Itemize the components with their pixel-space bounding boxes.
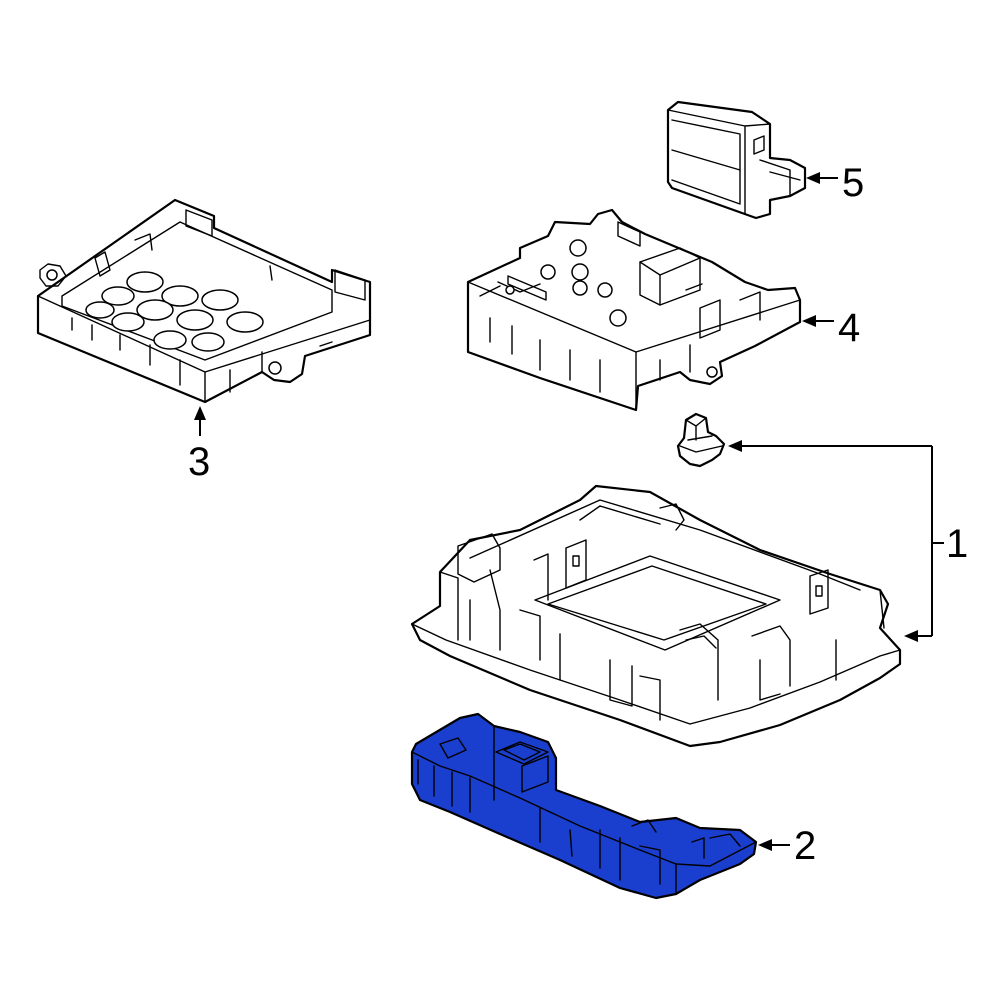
callout-1: 1 (946, 522, 968, 566)
leader-3 (194, 406, 206, 436)
part-4-module[interactable] (466, 208, 802, 412)
callout-5: 5 (842, 161, 864, 205)
callout-3: 3 (188, 440, 210, 484)
part-2-lamp-assembly[interactable] (410, 712, 758, 900)
part-2-highlight-fill (410, 712, 758, 900)
part-3-bracket[interactable] (36, 198, 372, 404)
callout-2: 2 (794, 824, 816, 868)
leader-4 (802, 315, 834, 327)
leader-1 (728, 440, 944, 642)
leader-2 (758, 839, 790, 851)
callout-4: 4 (838, 306, 860, 350)
part-1-housing[interactable] (410, 484, 902, 748)
part-5-connector[interactable] (666, 100, 807, 220)
leader-5 (806, 172, 838, 184)
clip-fastener[interactable] (676, 412, 726, 468)
